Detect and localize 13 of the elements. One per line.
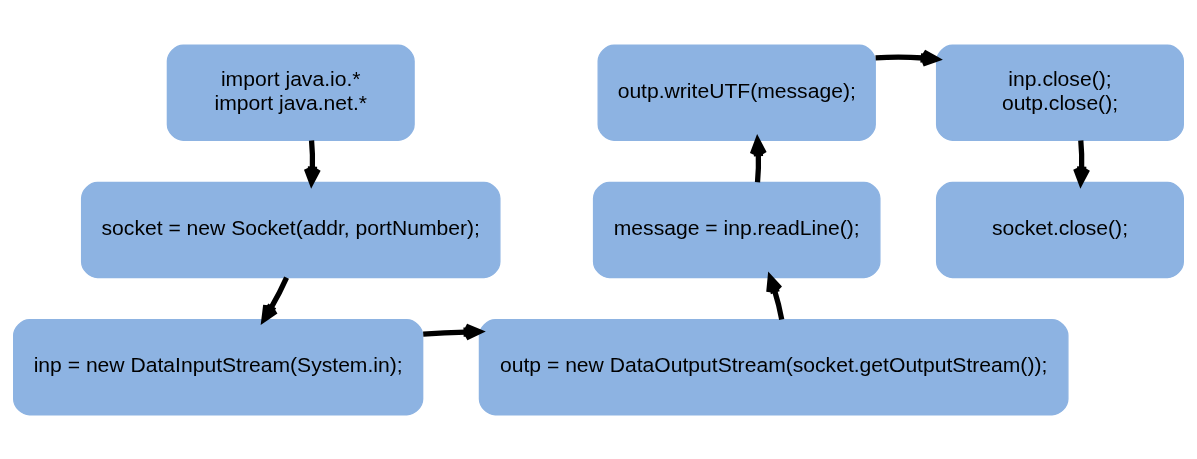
arrow xyxy=(261,276,289,322)
arrow xyxy=(875,48,940,67)
arrow xyxy=(423,322,483,341)
node-box: socket.close(); xyxy=(935,181,1184,278)
arrow xyxy=(766,274,785,320)
node-box: inp.close(); outp.close(); xyxy=(935,44,1184,141)
node-box: socket = new Socket(addr, portNumber); xyxy=(80,181,501,278)
node-box: outp = new DataOutputStream(socket.getOutputStream()); xyxy=(478,318,1069,415)
node-box: inp = new DataInputStream(System.in); xyxy=(13,318,424,415)
arrow xyxy=(749,136,767,182)
node-box: import java.io.* import java.net.* xyxy=(166,44,415,141)
node-box: message = inp.readLine(); xyxy=(592,181,881,278)
node-box: outp.writeUTF(message); xyxy=(597,44,876,141)
